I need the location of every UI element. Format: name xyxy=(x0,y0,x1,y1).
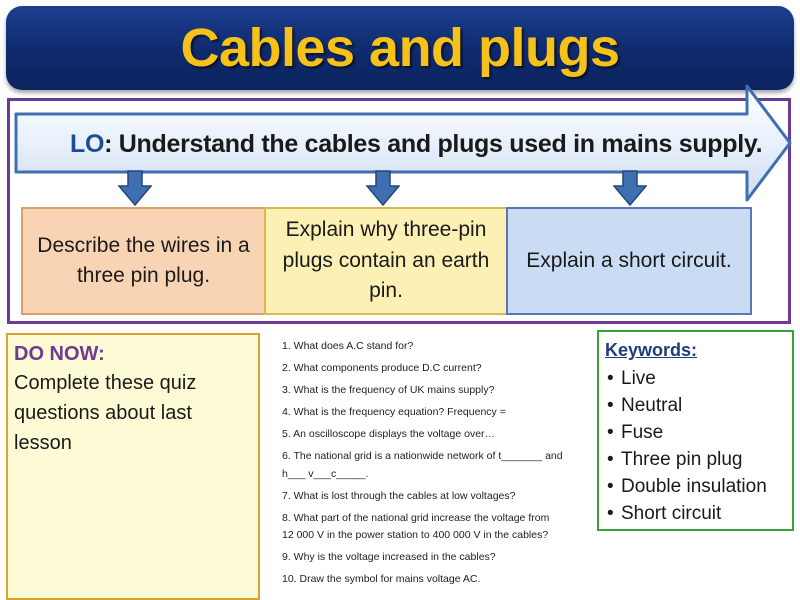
lo-text: Understand the cables and plugs used in … xyxy=(118,129,763,158)
lo-label: LO xyxy=(70,129,105,158)
lo-separator: : xyxy=(104,129,119,158)
quiz-question-text: h___ v___c_____. xyxy=(282,468,369,480)
title-banner: Cables and plugs xyxy=(6,6,794,90)
objective-box-2: Explain why three-pin plugs contain an e… xyxy=(264,207,508,315)
do-now-heading: DO NOW: xyxy=(14,343,105,365)
quiz-questions: 1. What does A.C stand for? 2. What comp… xyxy=(282,340,572,586)
quiz-question-text: 2. What components produce D.C current? xyxy=(282,362,482,374)
down-arrow-icon xyxy=(118,170,152,206)
quiz-question-text: 8. What part of the national grid increa… xyxy=(282,512,550,524)
do-now-box: DO NOW: Complete these quiz questions ab… xyxy=(6,333,260,600)
objective-box-3: Explain a short circuit. xyxy=(506,207,752,315)
quiz-question: 3. What is the frequency of UK mains sup… xyxy=(282,384,572,397)
keyword-item: Three pin plug xyxy=(605,446,786,473)
objective-text: Explain why three-pin plugs contain an e… xyxy=(282,218,490,303)
quiz-question: 10. Draw the symbol for mains voltage AC… xyxy=(282,573,572,586)
quiz-question-text: 1. What does A.C stand for? xyxy=(282,340,414,352)
quiz-question-text: 12 000 V in the power station to 400 000… xyxy=(282,529,549,541)
quiz-question: 9. Why is the voltage increased in the c… xyxy=(282,551,572,564)
quiz-question: 8. What part of the national grid increa… xyxy=(282,512,572,542)
keyword-item: Fuse xyxy=(605,419,786,446)
quiz-question-text: 5. An oscilloscope displays the voltage … xyxy=(282,428,496,440)
slide-title: Cables and plugs xyxy=(180,18,620,78)
quiz-question-text: 6. The national grid is a nationwide net… xyxy=(282,450,563,462)
keyword-item: Short circuit xyxy=(605,500,786,527)
keywords-box: Keywords: Live Neutral Fuse Three pin pl… xyxy=(597,330,794,531)
quiz-question-text: 7. What is lost through the cables at lo… xyxy=(282,490,516,502)
quiz-question: 2. What components produce D.C current? xyxy=(282,362,572,375)
down-arrow-icon xyxy=(366,170,400,206)
keywords-heading: Keywords: xyxy=(605,340,698,360)
objective-text: Explain a short circuit. xyxy=(526,248,732,272)
keyword-item: Neutral xyxy=(605,392,786,419)
learning-objective: LO: Understand the cables and plugs used… xyxy=(70,124,763,164)
keyword-item: Double insulation xyxy=(605,473,786,500)
quiz-question-text: 10. Draw the symbol for mains voltage AC… xyxy=(282,573,481,585)
quiz-question: 4. What is the frequency equation? Frequ… xyxy=(282,406,572,419)
do-now-instructions: Complete these quiz questions about last… xyxy=(14,372,197,454)
quiz-question-text: 3. What is the frequency of UK mains sup… xyxy=(282,384,495,396)
keyword-item: Live xyxy=(605,365,786,392)
objective-text: Describe the wires in a three pin plug. xyxy=(37,233,250,287)
objective-box-1: Describe the wires in a three pin plug. xyxy=(21,207,266,315)
quiz-question: 5. An oscilloscope displays the voltage … xyxy=(282,428,572,441)
quiz-question: 6. The national grid is a nationwide net… xyxy=(282,450,572,481)
learning-objective-frame xyxy=(7,98,791,324)
quiz-question: 7. What is lost through the cables at lo… xyxy=(282,490,572,503)
down-arrow-icon xyxy=(613,170,647,206)
quiz-question-text: 9. Why is the voltage increased in the c… xyxy=(282,551,496,563)
quiz-question: 1. What does A.C stand for? xyxy=(282,340,572,353)
keywords-list: Live Neutral Fuse Three pin plug Double … xyxy=(605,365,786,527)
quiz-question-text: 4. What is the frequency equation? Frequ… xyxy=(282,406,506,418)
